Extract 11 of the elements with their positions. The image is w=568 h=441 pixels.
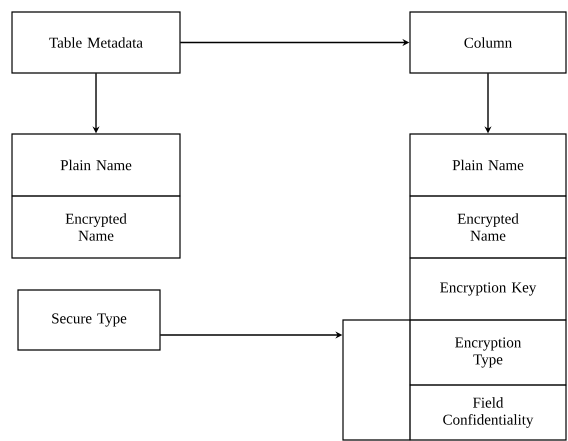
field-cell: Encryption Type <box>409 319 567 386</box>
field-cell: Plain Name <box>11 133 181 197</box>
entity-box: Column <box>409 11 567 74</box>
field-cell: Encryption Key <box>409 257 567 321</box>
field-cell: Field Confidentiality <box>409 384 567 441</box>
field-cell: Encrypted Name <box>11 195 181 259</box>
field-cell: Encrypted Name <box>409 195 567 259</box>
empty-box <box>342 319 411 441</box>
field-cell: Plain Name <box>409 133 567 197</box>
entity-box: Secure Type <box>17 289 161 351</box>
entity-box: Table Metadata <box>11 11 181 74</box>
